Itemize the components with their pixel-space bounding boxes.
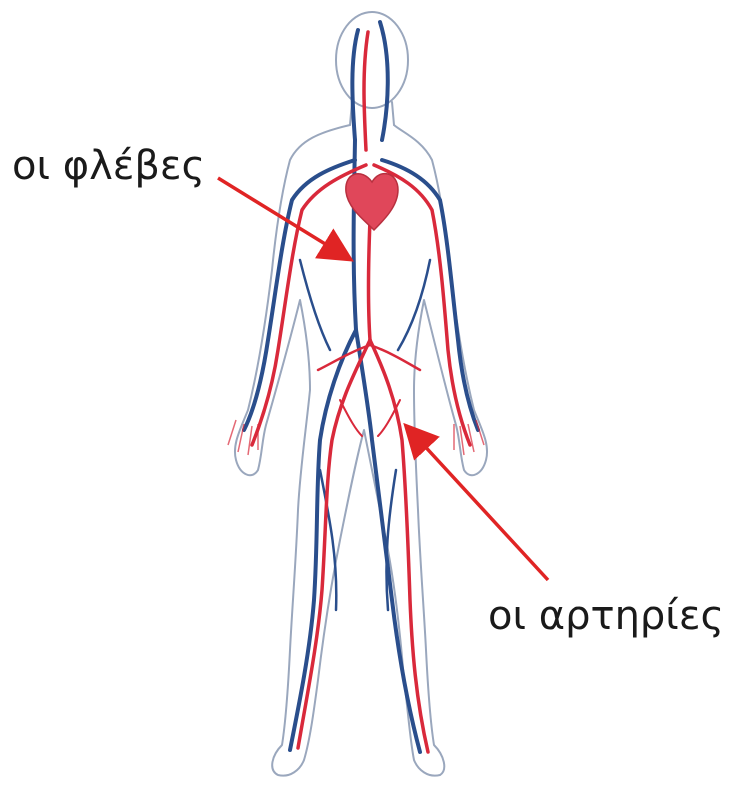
veins-network xyxy=(244,22,478,752)
label-arteries: οι αρτηρίες xyxy=(488,596,724,636)
arteries-pointer-arrow xyxy=(408,428,548,580)
arteries-network xyxy=(252,32,470,752)
label-veins: οι φλέβες xyxy=(12,146,205,186)
body-outline xyxy=(235,12,487,776)
